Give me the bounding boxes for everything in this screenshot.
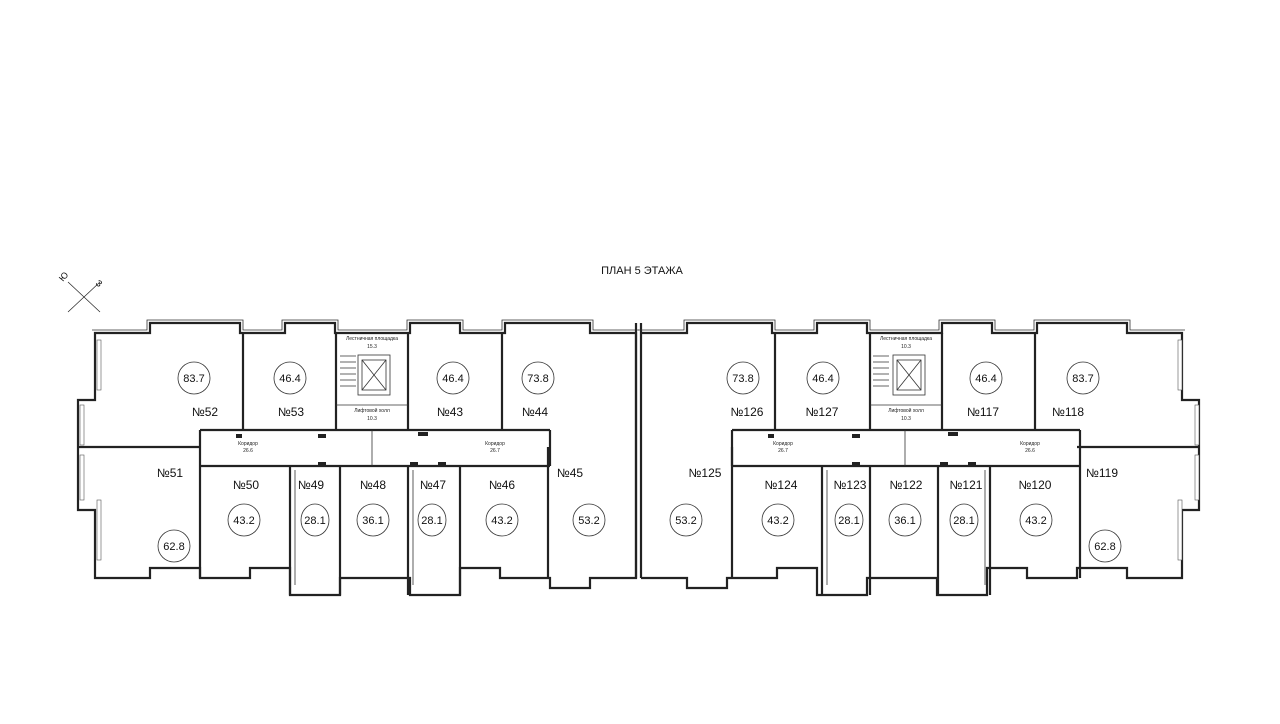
lift-hall-area: 10.3 bbox=[901, 416, 911, 422]
area-circle bbox=[834, 503, 864, 537]
apartment-number: №122 bbox=[890, 478, 923, 492]
area-circle bbox=[761, 503, 795, 537]
apartment-area: 28.1 bbox=[304, 515, 325, 527]
apartment-number: №119 bbox=[1086, 466, 1118, 480]
compass-cross-icon: Ю З bbox=[57, 270, 105, 313]
corridor-label: Коридор bbox=[1020, 441, 1040, 447]
lift-hall-area: 10.3 bbox=[367, 416, 377, 422]
apartment-area: 53.2 bbox=[675, 515, 696, 527]
staircase-area: 15.3 bbox=[367, 344, 377, 350]
corridor-area: 26.6 bbox=[1025, 448, 1035, 454]
apartment-area: 36.1 bbox=[894, 515, 915, 527]
right-section-labels: Лестничная площадка 10.3 Лифтовой холл 1… bbox=[773, 336, 1040, 454]
corridor-area: 26.7 bbox=[490, 448, 500, 454]
apartment-area: 28.1 bbox=[838, 515, 859, 527]
apartment-area: 73.8 bbox=[732, 373, 753, 385]
apartment-number: №47 bbox=[420, 478, 447, 492]
apartment-area: 53.2 bbox=[578, 515, 599, 527]
area-circle bbox=[273, 361, 307, 395]
apartment-number: №126 bbox=[731, 405, 764, 419]
apartment-number: №125 bbox=[689, 466, 722, 480]
apartment-area: 46.4 bbox=[279, 373, 300, 385]
left-section-labels: Лестничная площадка 15.3 Лифтовой холл 1… bbox=[238, 336, 505, 454]
staircase-area: 10.3 bbox=[901, 344, 911, 350]
compass-east-label: З bbox=[94, 278, 105, 289]
area-circle bbox=[300, 503, 330, 537]
staircase-label: Лестничная площадка bbox=[346, 336, 398, 342]
compass-south-label: Ю bbox=[57, 270, 71, 283]
area-circle bbox=[572, 503, 606, 537]
apartment-number: №46 bbox=[489, 478, 516, 492]
apartment-area: 36.1 bbox=[362, 515, 383, 527]
area-circle bbox=[1088, 529, 1122, 563]
apartment-area: 28.1 bbox=[953, 515, 974, 527]
area-circle bbox=[888, 503, 922, 537]
apartment-number: №127 bbox=[806, 405, 839, 419]
apartment-area: 43.2 bbox=[767, 515, 788, 527]
apartment-number: №118 bbox=[1052, 405, 1084, 419]
apartment-number: №120 bbox=[1019, 478, 1052, 492]
apartment-number: №121 bbox=[950, 478, 983, 492]
apartment-area: 73.8 bbox=[527, 373, 548, 385]
area-circle bbox=[417, 503, 447, 537]
apartment-number: №44 bbox=[522, 405, 549, 419]
corridor-area: 26.6 bbox=[243, 448, 253, 454]
corridor-label: Коридор bbox=[238, 441, 258, 447]
apartment-number: №123 bbox=[834, 478, 867, 492]
plan-title: ПЛАН 5 ЭТАЖА bbox=[601, 265, 683, 277]
area-circle bbox=[356, 503, 390, 537]
area-circle bbox=[1066, 361, 1100, 395]
area-circle bbox=[1019, 503, 1053, 537]
apartment-area: 62.8 bbox=[1094, 541, 1115, 553]
apartment-area: 62.8 bbox=[163, 541, 184, 553]
apartment-number: №117 bbox=[967, 405, 999, 419]
lift-hall-label: Лифтовой холл bbox=[888, 407, 924, 414]
apartment-area: 46.4 bbox=[442, 373, 463, 385]
apartment-number: №53 bbox=[278, 405, 305, 419]
apartment-number: №49 bbox=[298, 478, 325, 492]
apartment-number: №43 bbox=[437, 405, 464, 419]
apartment-number: №45 bbox=[557, 466, 584, 480]
area-circle bbox=[726, 361, 760, 395]
apartment-number: №51 bbox=[157, 466, 184, 480]
apartment-area: 43.2 bbox=[233, 515, 254, 527]
right-apartments: 73.8 №126 46.4 №127 46.4 №117 83.7 №118 53.2 №125… bbox=[669, 361, 1122, 563]
staircase-label: Лестничная площадка bbox=[880, 336, 932, 342]
apartment-area: 43.2 bbox=[491, 515, 512, 527]
apartment-number: №48 bbox=[360, 478, 387, 492]
apartment-area: 83.7 bbox=[1072, 373, 1093, 385]
apartment-number: №50 bbox=[233, 478, 260, 492]
area-circle bbox=[157, 529, 191, 563]
corridor-area: 26.7 bbox=[778, 448, 788, 454]
area-circle bbox=[436, 361, 470, 395]
apartment-area: 46.4 bbox=[975, 373, 996, 385]
apartment-number: №124 bbox=[765, 478, 798, 492]
lift-hall-label: Лифтовой холл bbox=[354, 407, 390, 414]
right-section-walls bbox=[638, 319, 1201, 597]
apartment-number: №52 bbox=[192, 405, 219, 419]
area-circle bbox=[227, 503, 261, 537]
apartment-area: 28.1 bbox=[421, 515, 442, 527]
area-circle bbox=[177, 361, 211, 395]
left-section-walls bbox=[76, 319, 639, 597]
apartment-area: 83.7 bbox=[183, 373, 204, 385]
left-apartments: 83.7 №52 46.4 №53 46.4 №43 73.8 №44 62.8 №51 43.2 №… bbox=[157, 361, 606, 563]
corridor-label: Коридор bbox=[485, 441, 505, 447]
area-circle bbox=[949, 503, 979, 537]
area-circle bbox=[485, 503, 519, 537]
corridor-label: Коридор bbox=[773, 441, 793, 447]
area-circle bbox=[521, 361, 555, 395]
apartment-area: 46.4 bbox=[812, 373, 833, 385]
area-circle bbox=[969, 361, 1003, 395]
area-circle bbox=[806, 361, 840, 395]
area-circle bbox=[669, 503, 703, 537]
apartment-area: 43.2 bbox=[1025, 515, 1046, 527]
